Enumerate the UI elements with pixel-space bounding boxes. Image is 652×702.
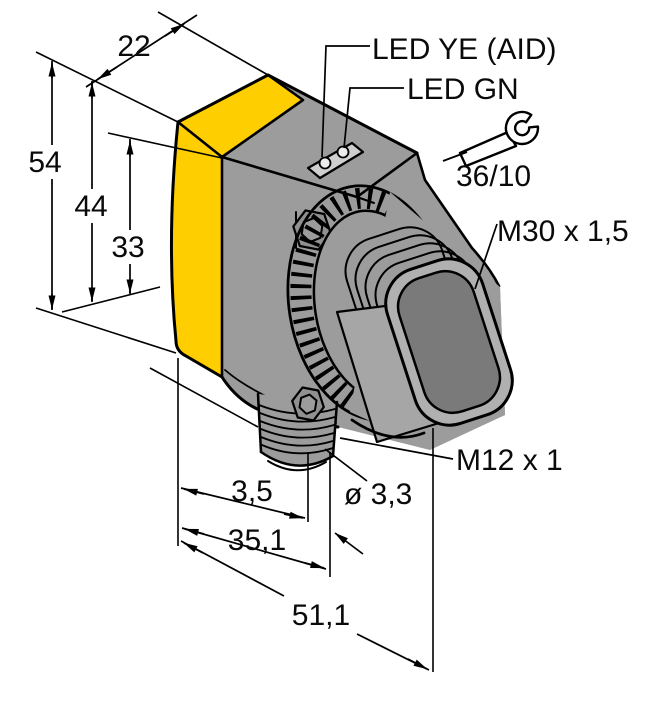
led-yellow-indicator xyxy=(318,156,332,170)
adjuster-screw-bottom xyxy=(291,386,325,422)
dim-height-54: 54 xyxy=(28,146,61,179)
m30-barrel xyxy=(335,192,514,448)
leader-hole-diameter xyxy=(324,448,368,482)
led-green-indicator xyxy=(336,145,350,159)
dim-height-33: 33 xyxy=(111,231,144,264)
leader-led-green xyxy=(343,87,404,149)
dim-length-35-1: 35,1 xyxy=(228,524,286,557)
m12-connector xyxy=(256,386,339,472)
leader-m30 xyxy=(474,223,498,290)
label-connector-thread: M12 x 1 xyxy=(456,444,563,477)
dim-height-44: 44 xyxy=(74,190,107,223)
leader-lines xyxy=(321,45,498,482)
label-lens-thread: M30 x 1,5 xyxy=(497,215,629,248)
lens-face xyxy=(396,269,502,415)
label-wrench-size: 36/10 xyxy=(456,160,531,193)
leader-led-yellow xyxy=(321,45,370,158)
label-led-green: LED GN xyxy=(407,73,519,106)
leader-m12 xyxy=(339,437,454,460)
dimension-lines xyxy=(48,14,430,671)
housing-front-yellow xyxy=(171,122,222,377)
extension-lines xyxy=(35,11,434,672)
housing-top-yellow xyxy=(178,75,303,157)
label-hole-diameter: ø 3,3 xyxy=(344,478,412,511)
wrench-icon xyxy=(442,110,540,168)
drawing-labels: 22 54 44 33 LED YE (AID) LED GN 36/10 M3… xyxy=(28,30,628,632)
label-led-yellow: LED YE (AID) xyxy=(372,33,557,66)
dim-length-51-1: 51,1 xyxy=(292,599,350,632)
led-window xyxy=(306,141,365,180)
dim-depth-22: 22 xyxy=(117,30,150,63)
dim-offset-3-5: 3,5 xyxy=(231,475,273,508)
